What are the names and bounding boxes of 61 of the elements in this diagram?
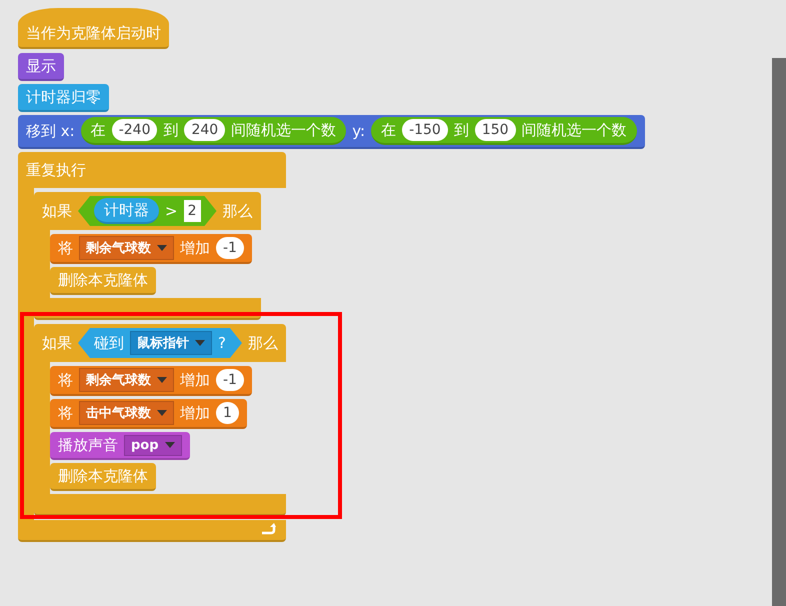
number-input: 2 bbox=[184, 200, 200, 222]
stack-block bbox=[50, 432, 190, 460]
stack-block bbox=[50, 399, 247, 429]
block-label: 增加 bbox=[180, 238, 210, 258]
block-label: 在 bbox=[381, 120, 396, 140]
block-label: 增加 bbox=[180, 370, 210, 390]
hat-block bbox=[18, 8, 169, 49]
dropdown-menu bbox=[79, 236, 174, 260]
dropdown-menu bbox=[124, 434, 182, 456]
block-label: > bbox=[165, 202, 178, 220]
dropdown-menu bbox=[79, 368, 174, 392]
block-label: 到 bbox=[454, 120, 469, 140]
dropdown-menu bbox=[130, 331, 212, 355]
stack-block bbox=[18, 84, 109, 112]
dropdown-menu bbox=[79, 401, 174, 425]
block-label: ? bbox=[218, 334, 226, 352]
block-label: 删除本克隆体 bbox=[58, 270, 148, 290]
block-label: 碰到 bbox=[94, 334, 124, 352]
block-label: 将 bbox=[58, 404, 73, 422]
stack-block bbox=[50, 463, 156, 491]
dropdown-value: 鼠标指针 bbox=[137, 335, 189, 352]
stack-block bbox=[50, 234, 252, 264]
number-input: -150 bbox=[402, 119, 448, 141]
dropdown-value: 剩余气球数 bbox=[86, 240, 151, 257]
number-input: -1 bbox=[216, 369, 244, 391]
block-label: 重复执行 bbox=[26, 160, 86, 180]
block-label: 如果 bbox=[42, 334, 72, 352]
block-label: 间随机选一个数 bbox=[522, 120, 627, 140]
block-label: 当作为克隆体启动时 bbox=[26, 24, 161, 43]
number-input: -240 bbox=[112, 119, 158, 141]
block-label: 在 bbox=[90, 120, 106, 140]
block-label: 如果 bbox=[42, 202, 72, 220]
stack-block bbox=[50, 366, 252, 396]
dropdown-value: pop bbox=[131, 438, 159, 452]
block-label: 显示 bbox=[26, 56, 56, 76]
number-input: -1 bbox=[216, 237, 244, 259]
block-label: 将 bbox=[58, 370, 73, 390]
block-label: 那么 bbox=[222, 202, 252, 220]
number-input: 150 bbox=[474, 119, 516, 141]
stack-block bbox=[18, 115, 645, 149]
block-label: y: bbox=[352, 122, 366, 140]
number-input: 240 bbox=[184, 119, 226, 141]
stack-block bbox=[18, 53, 64, 81]
c-block bbox=[18, 152, 286, 542]
block-label: 计时器归零 bbox=[26, 88, 101, 106]
reporter-block bbox=[80, 117, 346, 145]
stack-block bbox=[50, 267, 156, 295]
reporter-block bbox=[371, 117, 637, 145]
block-label: 那么 bbox=[248, 334, 278, 352]
block-label: 将 bbox=[58, 238, 73, 258]
block-label: 到 bbox=[163, 120, 178, 140]
block-label: 移到 x: bbox=[26, 122, 75, 140]
block-label: 计时器 bbox=[104, 200, 149, 220]
reporter-block bbox=[94, 198, 159, 224]
number-input: 1 bbox=[216, 402, 239, 424]
block-label: 播放声音 bbox=[58, 436, 118, 454]
block-label: 删除本克隆体 bbox=[58, 466, 148, 486]
block-label: 增加 bbox=[180, 404, 210, 422]
block-label: 间随机选一个数 bbox=[231, 120, 336, 140]
dropdown-value: 剩余气球数 bbox=[86, 372, 151, 389]
dropdown-value: 击中气球数 bbox=[86, 405, 151, 422]
